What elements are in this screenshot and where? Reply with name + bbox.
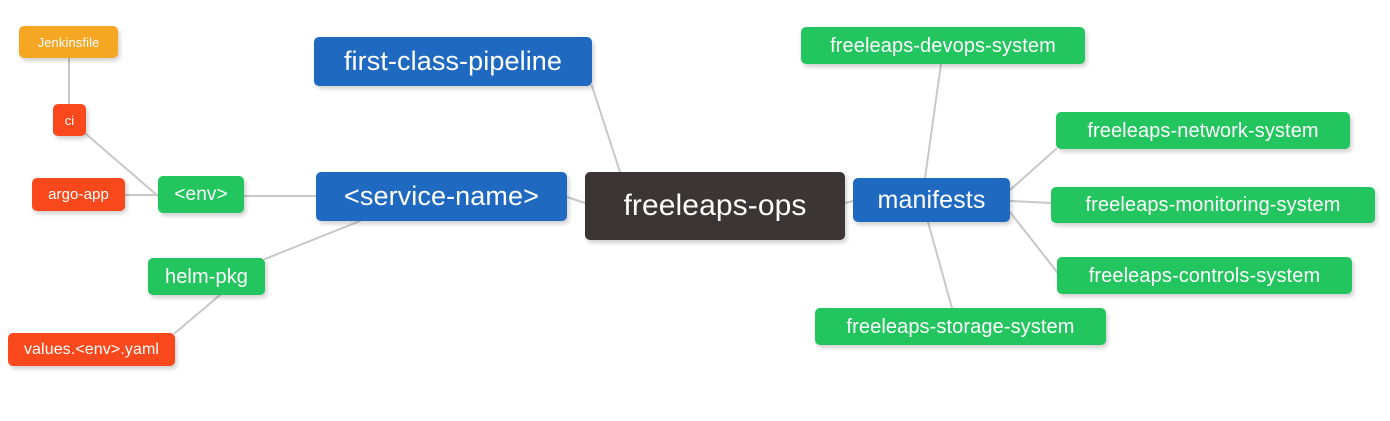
edge-values-env-yaml-to-helm-pkg [174, 294, 221, 334]
node-freeleaps-ops[interactable]: freeleaps-ops [585, 172, 845, 240]
node-ci[interactable]: ci [53, 104, 86, 136]
node-freeleaps-network-system[interactable]: freeleaps-network-system [1056, 112, 1350, 149]
node-env[interactable]: <env> [158, 176, 244, 213]
edge-manifests-to-freeleaps-monitoring-system [1009, 200, 1052, 204]
node-freeleaps-monitoring-system[interactable]: freeleaps-monitoring-system [1051, 187, 1375, 223]
edge-manifests-to-freeleaps-controls-system [1009, 211, 1058, 273]
node-freeleaps-storage-system[interactable]: freeleaps-storage-system [815, 308, 1106, 345]
edge-first-class-pipeline-to-freeleaps-ops [591, 85, 621, 173]
edge-manifests-to-freeleaps-network-system [1009, 148, 1057, 191]
edge-freeleaps-ops-to-manifests [844, 200, 854, 204]
edge-manifests-to-freeleaps-devops-system [924, 63, 942, 179]
node-first-class-pipeline[interactable]: first-class-pipeline [314, 37, 592, 86]
node-freeleaps-devops-system[interactable]: freeleaps-devops-system [801, 27, 1085, 64]
node-freeleaps-controls-system[interactable]: freeleaps-controls-system [1057, 257, 1352, 294]
node-argo-app[interactable]: argo-app [32, 178, 125, 211]
node-helm-pkg[interactable]: helm-pkg [148, 258, 265, 295]
node-jenkinsfile[interactable]: Jenkinsfile [19, 26, 118, 58]
edge-helm-pkg-to-service-name [264, 220, 361, 260]
node-manifests[interactable]: manifests [853, 178, 1010, 222]
node-values-env-yaml[interactable]: values.<env>.yaml [8, 333, 175, 366]
node-service-name[interactable]: <service-name> [316, 172, 567, 221]
edge-manifests-to-freeleaps-storage-system [927, 221, 953, 309]
edge-service-name-to-freeleaps-ops [566, 196, 586, 204]
